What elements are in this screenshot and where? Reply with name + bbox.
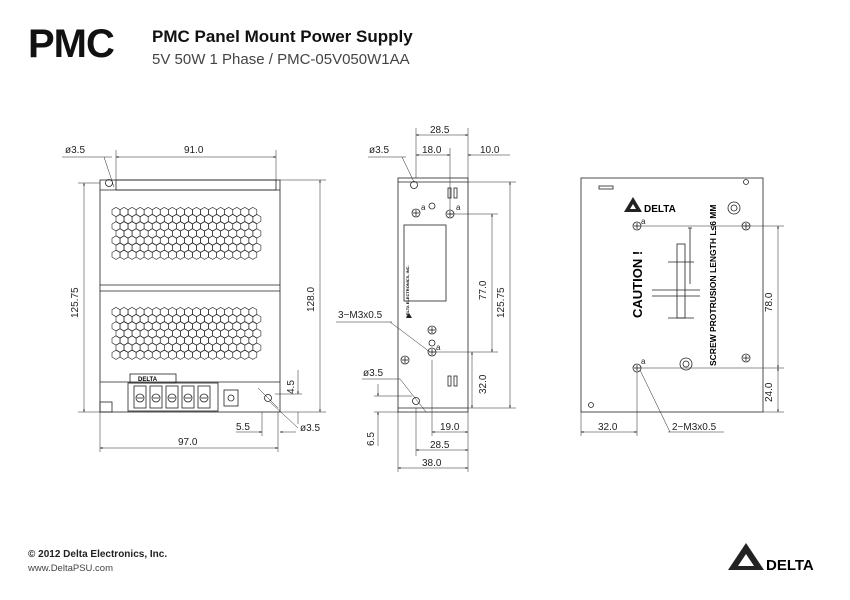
- side-dim-100: 10.0: [480, 145, 500, 156]
- front-logo-label: DELTA: [138, 377, 158, 383]
- dim-height-right: 128.0: [306, 287, 317, 312]
- page-subtitle: 5V 50W 1 Phase / PMC-05V050W1AA: [152, 51, 410, 68]
- mount-hole-bottom: [264, 394, 272, 402]
- rear-logo-text: DELTA: [644, 204, 676, 215]
- dim-height-left: 125.75: [70, 287, 81, 318]
- brand-title: PMC: [28, 22, 115, 66]
- rear-dim-240: 24.0: [764, 382, 775, 402]
- side-dim-320: 32.0: [478, 374, 489, 394]
- rear-protrusion-text: SCREW PROTRUSION LENGTH L≤6 MM: [708, 205, 718, 366]
- rear-dim-780: 78.0: [764, 292, 775, 312]
- side-dim-12575: 125.75: [496, 287, 507, 318]
- rear-dim-320: 32.0: [598, 422, 618, 433]
- page-title: PMC Panel Mount Power Supply: [152, 27, 413, 46]
- vent-grid-bottom: [111, 307, 262, 360]
- side-dim-285-top: 28.5: [430, 125, 450, 136]
- dim-offset-55: 5.5: [236, 422, 250, 433]
- side-hole-top: ø3.5: [369, 145, 389, 156]
- dim-hole-top: ø3.5: [65, 145, 85, 156]
- rear-screw-label: 2−M3x0.5: [672, 422, 717, 433]
- footer-logo-text: DELTA: [766, 557, 814, 574]
- dim-hole-bottom: ø3.5: [300, 423, 320, 434]
- side-dim-770: 77.0: [478, 280, 489, 300]
- dim-width-bottom: 97.0: [178, 437, 198, 448]
- side-screw-label: 3−M3x0.5: [338, 310, 383, 321]
- footer-copyright: © 2012 Delta Electronics, Inc.: [28, 549, 168, 560]
- footer-delta-logo: DELTA: [728, 543, 814, 574]
- side-marker-a3: a: [436, 343, 441, 352]
- rear-marker-a1: a: [641, 217, 646, 226]
- side-dim-380: 38.0: [422, 458, 442, 469]
- rear-view: DELTA CAUTION ! SCREW PROTRUSION LENGTH …: [580, 177, 784, 436]
- front-view: DELTA ø3.5 91.0 125.75 128.0 4.5: [62, 145, 326, 452]
- side-dim-180: 18.0: [422, 145, 442, 156]
- side-vertical-text: DELTA ELECTRONICS, INC.: [405, 265, 410, 318]
- rear-caution: CAUTION !: [630, 251, 645, 318]
- footer-url[interactable]: www.DeltaPSU.com: [28, 563, 113, 574]
- side-marker-a2: a: [456, 203, 461, 212]
- side-dim-285-bottom: 28.5: [430, 440, 450, 451]
- dim-offset-45: 4.5: [286, 380, 297, 394]
- side-dim-190: 19.0: [440, 422, 460, 433]
- dim-width-top: 91.0: [184, 145, 204, 156]
- side-hole-left: ø3.5: [363, 368, 383, 379]
- terminal-block: DELTA: [127, 373, 239, 412]
- rear-marker-a2: a: [641, 357, 646, 366]
- mount-hole-top: [105, 179, 113, 187]
- side-marker-a1: a: [421, 203, 426, 212]
- side-dim-65: 6.5: [366, 432, 377, 446]
- side-view: DELTA ELECTRONICS, INC. 28.5 18.0 10.0 ø…: [336, 125, 516, 472]
- vent-grid-top: [111, 207, 262, 260]
